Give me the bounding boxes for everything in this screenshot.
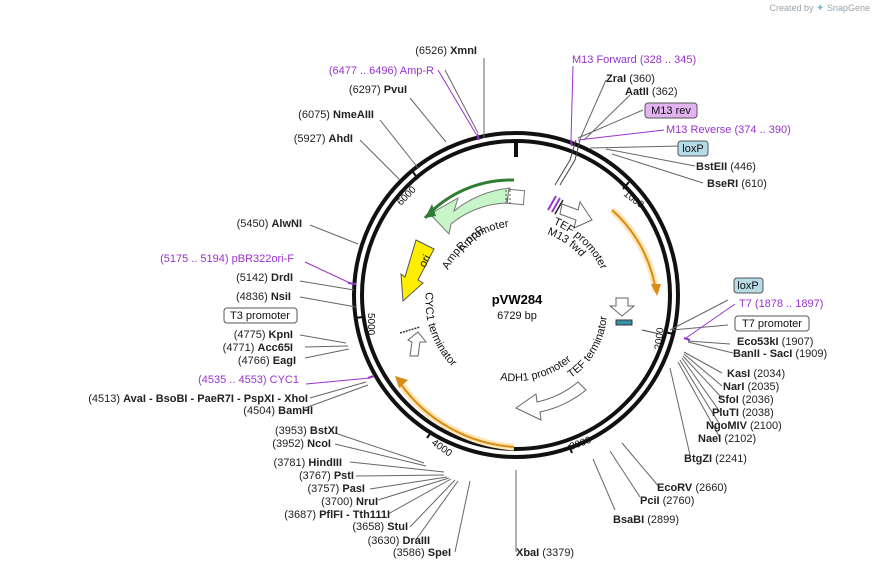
tick-label-5000: 5000 xyxy=(365,313,376,336)
orange-feature-upper-right xyxy=(609,207,660,293)
orange-feature-lower-left-line xyxy=(399,382,515,448)
primer-pbr322ori-f: (5175 .. 5194) pBR322ori-F xyxy=(160,253,294,265)
site-ngomiv: NgoMIV (2100) xyxy=(706,420,782,432)
primer-amp-r: (6477 .. 6496) Amp-R xyxy=(329,65,434,77)
adh1-promoter-arrow xyxy=(515,381,587,421)
site-hindiii: (3781) HindIII xyxy=(274,457,342,469)
primer-m13-reverse: M13 Reverse (374 .. 390) xyxy=(666,124,791,136)
primer-m13-forward: M13 Forward (328 .. 345) xyxy=(572,54,696,66)
leader-lines xyxy=(299,58,734,553)
site-pluti: PluTI (2038) xyxy=(712,407,774,419)
site-pcii: PciI (2760) xyxy=(640,495,694,507)
ampr-edge-arrowhead xyxy=(425,204,436,218)
site-kasi: KasI (2034) xyxy=(727,368,785,380)
site-bstxi: (3953) BstXI xyxy=(275,425,338,437)
site-sfoi: SfoI (2036) xyxy=(718,394,774,406)
site-pvui: (6297) PvuI xyxy=(349,84,407,96)
site-naei: NaeI (2102) xyxy=(698,433,756,445)
primer-cyc1: (4535 .. 4553) CYC1 xyxy=(198,374,299,386)
orange-feature-lower-left-arrowhead xyxy=(395,376,408,388)
box-t3-promoter xyxy=(223,307,298,324)
label-cyc1-terminator: CYC1 terminator xyxy=(422,292,459,369)
box-loxp-right xyxy=(733,277,764,294)
credit-brand: SnapGene xyxy=(826,3,870,13)
primer-t7: T7 (1878 .. 1897) xyxy=(739,298,823,310)
site-psti: (3767) PstI xyxy=(299,470,354,482)
loxp-marker-right xyxy=(615,319,633,326)
site-btgzi: BtgZI (2241) xyxy=(684,453,747,465)
label-loxp-right: loxP xyxy=(737,280,758,292)
site-eagi: (4766) EagI xyxy=(238,355,296,367)
site-nrui: (3700) NruI xyxy=(321,496,378,508)
label-m13-rev: M13 rev xyxy=(651,105,691,117)
box-loxp-top xyxy=(677,140,709,157)
site-drdi: (5142) DrdI xyxy=(236,272,293,284)
plasmid-length: 6729 bp xyxy=(497,310,537,322)
site-bseri: BseRI (610) xyxy=(707,178,767,190)
site-ahdi: (5927) AhdI xyxy=(294,133,353,145)
site-bsabi: BsaBI (2899) xyxy=(613,514,679,526)
site-nari: NarI (2035) xyxy=(723,381,779,393)
label-tef-terminator: TEF terminator xyxy=(566,315,610,380)
snapgene-logo-icon: ✦ xyxy=(816,3,825,14)
site-xmni: (6526) XmnI xyxy=(415,45,477,57)
box-t7-promoter xyxy=(734,315,810,332)
primer-leader-lines xyxy=(304,65,736,385)
ampr-primer-marker xyxy=(476,133,480,141)
tef-promoter-arrow xyxy=(559,200,593,229)
ori-arrow xyxy=(400,239,435,303)
site-alwni: (5450) AlwNI xyxy=(237,218,302,230)
label-ori: ori xyxy=(417,253,433,269)
m13-forward-primer-marker xyxy=(570,139,573,147)
ampr-arrow xyxy=(429,187,511,236)
label-t7-promoter: T7 promoter xyxy=(742,318,802,330)
label-t3-promoter: T3 promoter xyxy=(230,310,290,322)
site-group-pflfi: (3687) PflFI - Tth111I xyxy=(284,509,390,521)
t7-primer-marker xyxy=(683,337,691,341)
site-nmeaiii: (6075) NmeAIII xyxy=(298,109,374,121)
site-acc65i: (4771) Acc65I xyxy=(223,342,293,354)
m13-fwd-marker-2 xyxy=(551,197,561,213)
site-zrai: ZraI (360) xyxy=(606,73,655,85)
site-aatii: AatII (362) xyxy=(625,86,678,98)
cyc1-hatch xyxy=(399,326,421,334)
site-kpni: (4775) KpnI xyxy=(234,329,293,341)
site-ecorv: EcoRV (2660) xyxy=(657,482,727,494)
site-bamhi: (4504) BamHI xyxy=(243,405,313,417)
orange-feature-upper-right-arrowhead xyxy=(651,284,661,296)
orange-feature-upper-right-line xyxy=(611,209,657,293)
tick-label-2000: 2000 xyxy=(653,327,667,351)
site-bsteii: BstEII (446) xyxy=(696,161,756,173)
box-m13-rev xyxy=(644,102,698,119)
m13-fwd-marker xyxy=(547,195,557,211)
site-draiii: (3630) DraIII xyxy=(368,535,430,547)
site-group-avai: (4513) AvaI - BsoBI - PaeR7I - PspXI - X… xyxy=(88,393,308,405)
site-spei: (3586) SpeI xyxy=(393,547,451,559)
loxp-leader xyxy=(641,329,665,336)
credit-text: Created by xyxy=(769,3,814,13)
m13-fwd-marker-3 xyxy=(554,199,564,215)
site-eco53ki: Eco53kI (1907) xyxy=(737,336,813,348)
tick-marks xyxy=(354,171,674,454)
cyc1-terminator-arrow xyxy=(407,331,428,357)
site-group-banii: BanII - SacI (1909) xyxy=(733,348,827,360)
label-adh1-promoter: ADH1 promoter xyxy=(500,353,574,384)
m13-fwd-leader xyxy=(559,139,581,186)
tick-label-4000: 4000 xyxy=(429,437,454,459)
ampr-promoter-marker xyxy=(506,188,526,206)
tick-label-6000: 6000 xyxy=(395,184,419,208)
snapgene-credit: Created by ✦ SnapGene xyxy=(770,3,871,14)
label-loxp-top: loxP xyxy=(682,143,703,155)
site-xbai: XbaI (3379) xyxy=(516,547,574,559)
site-nsii: (4836) NsiI xyxy=(236,291,291,303)
plasmid-name: pVW284 xyxy=(492,292,543,307)
site-pasi: (3757) PasI xyxy=(308,483,366,495)
tef-terminator-arrow xyxy=(608,297,636,317)
site-ncoi: (3952) NcoI xyxy=(272,438,331,450)
site-stui: (3658) StuI xyxy=(352,521,408,533)
m13-fwd-leader-2 xyxy=(554,139,577,186)
